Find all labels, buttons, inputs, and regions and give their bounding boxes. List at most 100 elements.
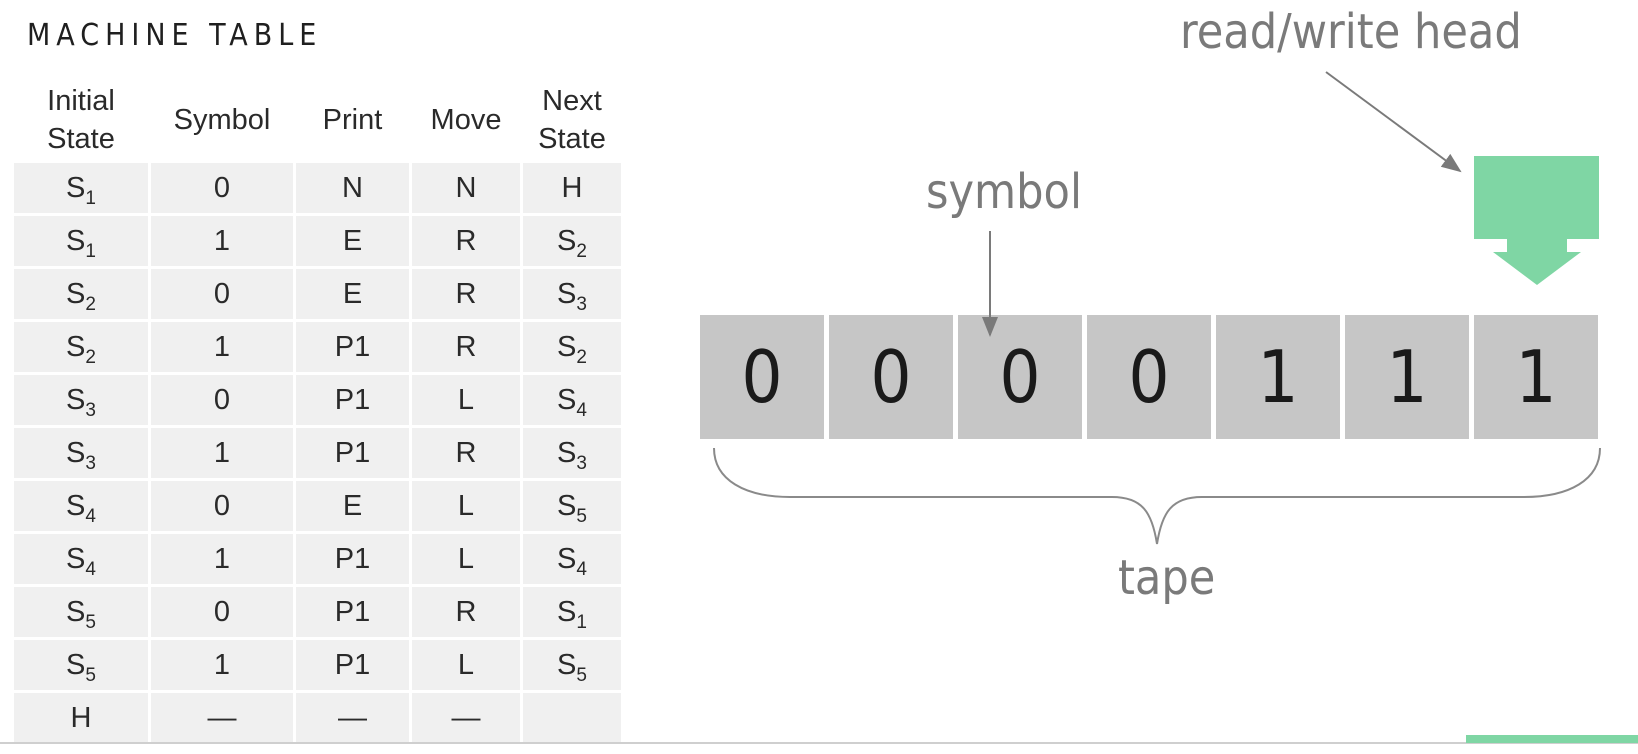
initial-state-value: S [66,383,86,416]
cell-move: L [412,640,520,690]
next-state-subscript: 3 [576,452,587,474]
cell-print: P1 [296,587,409,637]
initial-state-value: S [66,330,86,363]
initial-state-subscript: 1 [85,240,96,262]
cell-symbol: 0 [151,269,293,319]
cell-print: E [296,216,409,266]
cell-initial-state: S3 [14,375,148,425]
tape-cell: 1 [1474,315,1598,439]
cell-initial-state: H [14,693,148,743]
cell-symbol: 1 [151,322,293,372]
initial-state-value: S [66,648,86,681]
cell-symbol: — [151,693,293,743]
initial-state-subscript: 3 [85,452,96,474]
cell-move: R [412,587,520,637]
next-state-value: S [557,330,577,363]
cell-move: R [412,322,520,372]
tape-cell: 0 [958,315,1082,439]
next-state-subscript: 2 [576,346,587,368]
head-label: read/write head [1180,4,1522,60]
initial-state-value: S [66,277,86,310]
initial-state-subscript: 2 [85,346,96,368]
cell-initial-state: S2 [14,269,148,319]
machine-table: Initial State Symbol Print Move Next Sta… [11,77,624,746]
cell-move: R [412,269,520,319]
cell-next-state [523,693,621,743]
cell-initial-state: S5 [14,640,148,690]
cell-move: N [412,163,520,213]
cell-initial-state: S5 [14,587,148,637]
cell-symbol: 0 [151,481,293,531]
cell-symbol: 1 [151,428,293,478]
next-state-value: S [557,648,577,681]
cell-symbol: 1 [151,216,293,266]
cell-initial-state: S2 [14,322,148,372]
next-state-value: S [557,383,577,416]
next-state-subscript: 5 [576,505,587,527]
initial-state-value: S [66,224,86,257]
cell-initial-state: S1 [14,216,148,266]
next-state-value: S [557,436,577,469]
header-next-state-line1: Next [542,85,602,117]
table-row: H——— [14,693,621,743]
next-state-subscript: 4 [576,558,587,580]
cell-print: P1 [296,322,409,372]
header-next-state-line2: State [538,123,606,155]
tape-cell: 0 [1087,315,1211,439]
symbol-label: symbol [926,164,1082,220]
tape-cell: 0 [700,315,824,439]
cell-next-state: S2 [523,322,621,372]
initial-state-value: S [66,489,86,522]
next-state-value: S [557,277,577,310]
initial-state-value: S [66,436,86,469]
cell-print: E [296,269,409,319]
header-initial-state: Initial State [14,80,148,160]
tape-cell: 0 [829,315,953,439]
cell-next-state: S2 [523,216,621,266]
initial-state-subscript: 5 [85,611,96,633]
cell-move: R [412,428,520,478]
head-pointer-arrow [1325,71,1462,173]
table-header-row: Initial State Symbol Print Move Next Sta… [14,80,621,160]
cell-next-state: S4 [523,375,621,425]
initial-state-subscript: 5 [85,664,96,686]
cell-move: L [412,481,520,531]
cell-symbol: 0 [151,587,293,637]
next-state-value: S [557,595,577,628]
cell-print: P1 [296,428,409,478]
header-initial-state-line1: Initial [47,85,115,117]
cell-symbol: 0 [151,163,293,213]
footer-accent-bar [1466,735,1638,743]
head-icon [1474,156,1599,285]
cell-initial-state: S1 [14,163,148,213]
cell-next-state: S4 [523,534,621,584]
cell-move: R [412,216,520,266]
header-move: Move [430,104,502,136]
page-title: MACHINE TABLE [27,18,323,53]
cell-next-state: H [523,163,621,213]
header-initial-state-line2: State [47,123,115,155]
cell-print: E [296,481,409,531]
tape-label: tape [1118,550,1216,606]
initial-state-subscript: 2 [85,293,96,315]
cell-move: L [412,534,520,584]
footer-divider [0,742,1638,744]
tape-cell: 1 [1216,315,1340,439]
initial-state-subscript: 4 [85,558,96,580]
next-state-subscript: 1 [576,611,587,633]
cell-next-state: S3 [523,269,621,319]
initial-state-subscript: 4 [85,505,96,527]
cell-move: L [412,375,520,425]
cell-move: — [412,693,520,743]
next-state-subscript: 2 [576,240,587,262]
cell-print: P1 [296,534,409,584]
initial-state-value: S [66,595,86,628]
